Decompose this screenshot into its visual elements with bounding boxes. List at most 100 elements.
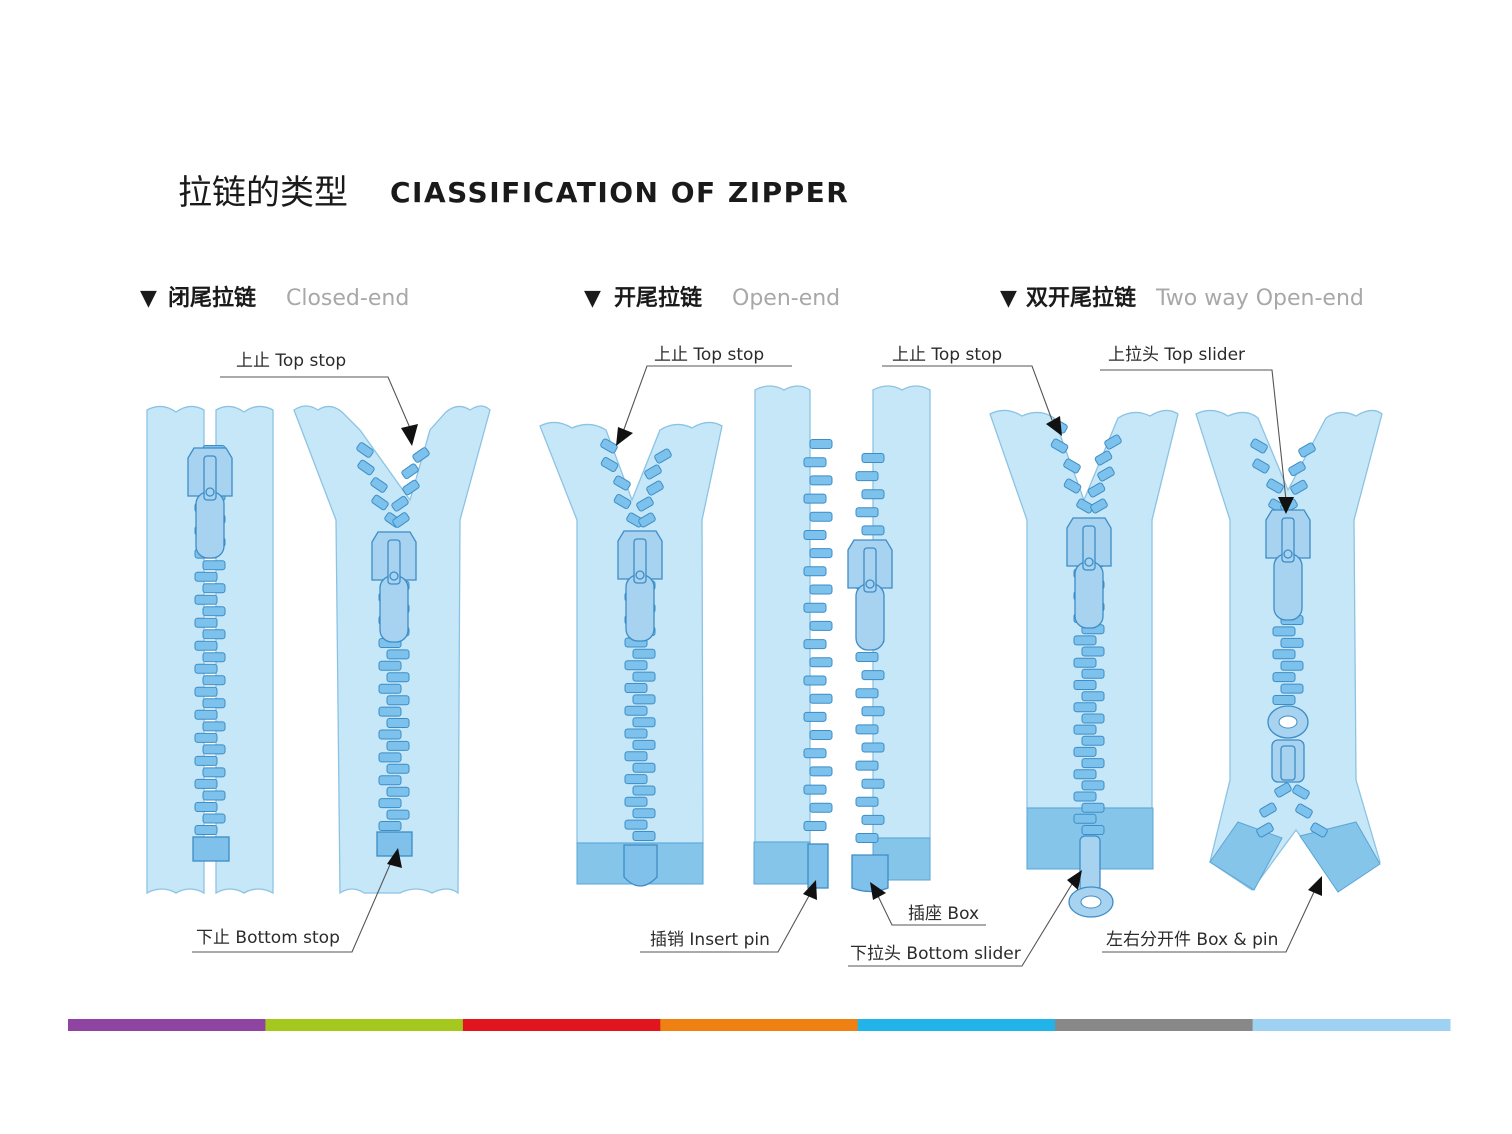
zipper-tooth [646,480,664,496]
box-and-pin [623,844,658,887]
zipper-tooth [624,705,648,716]
callout-box: 插座 Box [870,882,986,926]
callout-bottom-slider: 下拉头 Bottom slider [848,870,1082,967]
zipper-tooth [386,809,410,820]
zipper-tooth [1063,478,1082,494]
section-title-closed-end-cn: 闭尾拉链 [168,285,256,311]
zipper-tooth [809,511,833,522]
zipper-tooth [1310,822,1328,838]
zipper-tooth [855,507,879,518]
bottom-stop [192,836,230,862]
callout-top-stop-2: 上止 Top stop [616,345,792,446]
zipper-tooth [632,671,656,682]
section-title-two-way-cn: 双开尾拉链 [1026,285,1136,311]
zipper-tooth [624,819,648,830]
zipper-tooth [1073,680,1097,690]
zipper-tooth [861,670,885,681]
zipper-tooth [1073,635,1097,646]
zipper-tooth [803,748,827,759]
zipper-tooth [1073,791,1097,802]
callout-insert-pin: 插销 Insert pin [640,880,817,953]
zipper-tooth [1280,637,1304,648]
zipper-tooth [624,683,648,693]
open-end-zipper-separated [753,385,931,893]
zipper-tooth [809,620,833,631]
zipper-tooth [202,606,226,617]
callout-top-slider: 上拉头 Top slider [1100,345,1294,514]
zipper-tooth [1252,458,1270,474]
zipper-tooth [809,693,833,704]
zipper-tooth [803,457,827,468]
zipper-tooth [202,629,226,640]
zipper-tooth [378,821,402,831]
zipper-tooth [194,571,218,582]
zipper-tooth [1280,683,1304,694]
zipper-tooth [356,442,374,458]
reinforcement-film-left [1209,821,1283,891]
zipper-tooth [803,711,827,722]
zipper-tooth [632,785,656,796]
closed-end-zipper-open [293,405,491,895]
color-bar-segment [462,1019,661,1031]
section-marker-open-end: ▼ [584,286,601,311]
lower-slider [1267,705,1309,783]
zipper-tooth [600,457,619,472]
label-top-stop: 上止 Top stop [654,345,764,365]
zipper-tooth [861,453,885,463]
zipper-tooth [202,813,226,824]
two-way-open-end-zipper [989,409,1179,918]
zipper-tooth [1104,434,1122,450]
zipper-tooth [1272,626,1296,637]
zipper-slider [617,530,663,642]
zipper-tooth [855,760,879,771]
zipper-tooth [1280,660,1304,671]
zipper-tooth [1272,695,1296,705]
upper-slider [1265,509,1311,621]
zipper-tooth [1073,746,1097,757]
top-slider [1066,517,1112,629]
zipper-tooth [378,706,402,717]
zipper-tooth [386,695,410,706]
label-top-stop: 上止 Top stop [892,345,1002,365]
zipper-tooth [194,594,218,605]
zipper-tooth [194,802,218,812]
zipper-tooth [378,798,402,809]
zipper-tooth [386,740,410,751]
section-marker-closed-end: ▼ [140,286,157,311]
zipper-tooth [855,724,879,735]
color-bar-segment [68,1019,266,1031]
zipper-tooth [1097,466,1115,482]
zipper-tooth [386,672,410,683]
zipper-tooth [855,471,879,482]
zipper-tooth [202,583,226,594]
zipper-tooth [357,459,375,476]
zipper-tooth [392,512,410,528]
zipper-tooth [1050,438,1069,454]
zipper-tooth [386,763,410,774]
zipper-tooth [861,742,885,753]
zipper-tooth [1073,813,1097,824]
zipper-tooth [194,732,218,743]
zipper-tooth [636,496,654,512]
zipper-tooth [632,808,656,819]
zipper-tooth [378,683,402,694]
zipper-tooth [1073,769,1097,780]
zipper-tooth [194,755,218,766]
zipper-tooth [624,660,648,671]
zipper-tooth [1081,691,1105,702]
zipper-tooth [803,784,827,795]
zipper-teeth [1250,438,1328,838]
zipper-tape-right [215,405,274,895]
callout-box-and-pin: 左右分开件 Box & pin [1102,876,1322,953]
zipper-tooth [1274,782,1292,798]
zipper-tooth [371,494,389,511]
zipper-tooth [202,790,226,801]
label-insert-pin: 插销 Insert pin [650,930,770,950]
zipper-tooth [1081,825,1105,835]
zipper-tooth [202,652,226,663]
zipper-tooth [855,833,879,843]
color-bar [68,1019,1451,1031]
zipper-tooth [861,778,885,789]
zipper-tooth [624,774,648,785]
